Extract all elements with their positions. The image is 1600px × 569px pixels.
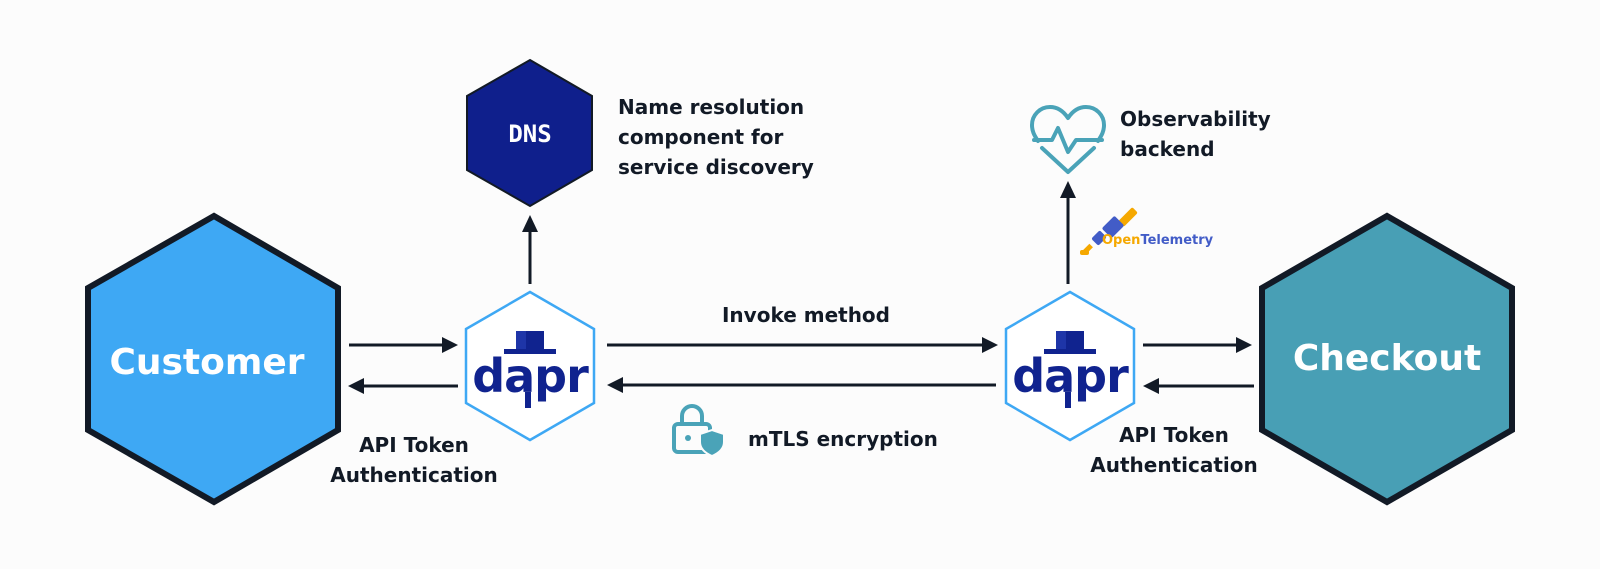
dns-description: Name resolution component for service di… (618, 95, 814, 179)
api-token-right-line-2: Authentication (1090, 453, 1257, 477)
api-token-right-label: API Token Authentication (1090, 423, 1257, 477)
arrow-checkout-to-dapr (1143, 378, 1254, 394)
invoke-method-label: Invoke method (722, 303, 890, 327)
heart-pulse-icon (1030, 105, 1106, 174)
lock-shield-icon (672, 404, 725, 458)
dns-description-line-1: Name resolution (618, 95, 804, 119)
observability-label: Observability backend (1120, 107, 1271, 161)
dns-label: DNS (508, 120, 551, 148)
checkout-node: Checkout (1259, 212, 1515, 506)
sidecar-right-hexagon (1004, 290, 1136, 442)
checkout-label: Checkout (1293, 338, 1481, 379)
api-token-left-line-2: Authentication (330, 463, 497, 487)
arrow-dapr-to-observability (1060, 181, 1076, 284)
dapr-tie-icon (525, 392, 531, 408)
opentelemetry-text: OpenTelemetry (1102, 233, 1214, 248)
opentelemetry-logo: OpenTelemetry (1080, 207, 1214, 255)
checkout-hexagon (1259, 212, 1515, 506)
arrow-invoke-method (607, 337, 998, 353)
telescope-logo-icon (1080, 207, 1138, 255)
dapr-sidecar-left: dapr (464, 290, 596, 442)
sidecar-left-label: dapr (472, 349, 589, 403)
dns-description-line-3: service discovery (618, 155, 814, 179)
dapr-sidecar-right: dapr (1004, 290, 1136, 442)
dns-hexagon (466, 58, 593, 208)
dapr-hat-icon (1044, 331, 1096, 354)
api-token-right-line-1: API Token (1119, 423, 1229, 447)
opentelemetry-open: Open (1102, 233, 1140, 248)
sidecar-left-hexagon (464, 290, 596, 442)
arrow-dapr-to-checkout (1143, 337, 1252, 353)
opentelemetry-telemetry: Telemetry (1140, 233, 1213, 248)
dapr-tie-icon (1065, 392, 1071, 408)
dns-node: DNS (466, 58, 593, 208)
arrows (348, 181, 1254, 394)
dns-description-line-2: component for (618, 125, 783, 149)
sidecar-right-label: dapr (1012, 349, 1129, 403)
observability-line-2: backend (1120, 137, 1215, 161)
arrow-dapr-to-dns (522, 215, 538, 284)
arrow-dapr-to-customer (348, 378, 458, 394)
customer-label: Customer (109, 342, 304, 383)
arrow-mtls-return (607, 377, 996, 393)
customer-hexagon (85, 212, 341, 506)
mtls-label: mTLS encryption (748, 427, 938, 451)
api-token-left-label: API Token Authentication (330, 433, 497, 487)
observability-line-1: Observability (1120, 107, 1271, 131)
customer-node: Customer (85, 212, 341, 506)
arrow-customer-to-dapr (349, 337, 458, 353)
dapr-hat-icon (504, 331, 556, 354)
api-token-left-line-1: API Token (359, 433, 469, 457)
